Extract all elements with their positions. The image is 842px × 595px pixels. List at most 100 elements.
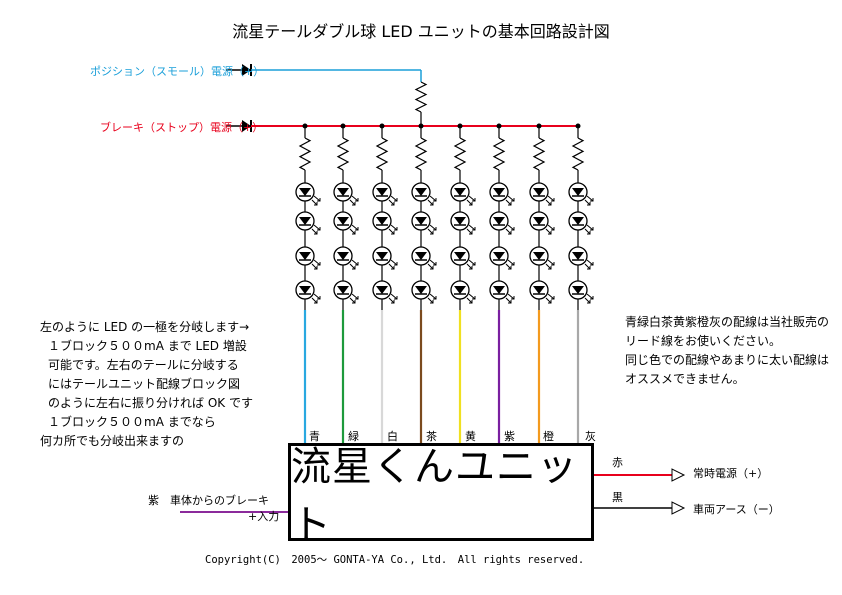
led-symbol-arrow2 — [311, 199, 318, 206]
position-resistor — [414, 81, 428, 113]
led-symbol-triangle — [415, 252, 427, 260]
led-symbol-arrow1 — [547, 224, 555, 231]
led-symbol-arrow1 — [507, 195, 515, 202]
constant-power-arrow — [671, 468, 686, 482]
led-symbol-triangle — [415, 286, 427, 294]
led-symbol-arrow2 — [388, 297, 395, 304]
led-symbol-arrow1 — [390, 259, 398, 266]
branch-resistor — [532, 137, 546, 171]
red-wire-label: 赤 — [612, 456, 623, 469]
led-symbol-arrow2 — [427, 199, 434, 206]
led-symbol-triangle — [376, 252, 388, 260]
led-symbol-arrow2 — [545, 199, 552, 206]
led-symbol-arrow1 — [586, 224, 594, 231]
led-symbol-arrow2 — [349, 263, 356, 270]
led-symbol-arrow2 — [349, 228, 356, 235]
led-symbol-arrow1 — [351, 195, 359, 202]
brake-power-label: ブレーキ（ストップ）電源（+） — [100, 121, 264, 134]
led-symbol-arrow1 — [507, 224, 515, 231]
led-symbol-triangle — [337, 217, 349, 225]
led-symbol-triangle — [337, 252, 349, 260]
right-note-line: リード線をお使いください。 — [625, 334, 782, 348]
right-note: 青緑白茶黄紫橙灰の配線は当社販売の リード線をお使いください。 同じ色での配線や… — [625, 313, 829, 389]
led-symbol-arrow2 — [427, 228, 434, 235]
constant-power-label: 常時電源（+） — [693, 467, 769, 480]
led-symbol-arrow1 — [586, 195, 594, 202]
led-symbol-arrow2 — [466, 199, 473, 206]
led-symbol-arrow1 — [390, 293, 398, 300]
led-symbol-arrow2 — [311, 297, 318, 304]
unit-name: 流星くんユニット — [291, 444, 578, 548]
branch-resistor — [571, 137, 585, 171]
led-symbol-arrow1 — [313, 259, 321, 266]
led-symbol-arrow2 — [388, 228, 395, 235]
led-symbol-arrow2 — [311, 263, 318, 270]
led-symbol-arrow1 — [468, 195, 476, 202]
led-symbol-triangle — [572, 188, 584, 196]
led-symbol-arrow1 — [429, 293, 437, 300]
led-symbol-arrow1 — [351, 293, 359, 300]
led-symbol-triangle — [299, 217, 311, 225]
led-symbol-arrow1 — [468, 259, 476, 266]
led-symbol-triangle — [376, 217, 388, 225]
vehicle-ground-label: 車両アース（ー） — [693, 503, 780, 516]
led-symbol-triangle — [533, 286, 545, 294]
led-symbol-triangle — [337, 188, 349, 196]
input-label: 紫 車体からのブレーキ — [148, 494, 269, 507]
led-symbol-triangle — [454, 217, 466, 225]
left-note-line: １ブロック５００mA までなら — [48, 415, 216, 429]
led-symbol-arrow2 — [427, 263, 434, 270]
led-symbol-triangle — [572, 252, 584, 260]
led-symbol-triangle — [533, 217, 545, 225]
led-symbol-triangle — [299, 188, 311, 196]
led-symbol-arrow1 — [468, 224, 476, 231]
led-symbol-arrow1 — [547, 259, 555, 266]
led-symbol-arrow1 — [351, 224, 359, 231]
led-symbol-triangle — [454, 188, 466, 196]
copyright: Copyright(C) 2005〜 GONTA-YA Co., Ltd. Al… — [205, 554, 585, 566]
input-label-2: +入力 — [248, 510, 280, 523]
led-symbol-arrow2 — [349, 297, 356, 304]
led-symbol-arrow1 — [429, 224, 437, 231]
led-symbol-arrow2 — [584, 297, 591, 304]
led-unit-box: 流星くんユニット — [288, 443, 594, 548]
led-symbol-arrow1 — [390, 195, 398, 202]
right-note-line: オススメできません。 — [625, 372, 745, 386]
led-symbol-arrow1 — [586, 293, 594, 300]
left-note-line: 何カ所でも分岐出来ますの — [40, 434, 185, 448]
led-symbol-arrow2 — [349, 199, 356, 206]
wire-label-yellow: 黄 — [465, 430, 476, 443]
led-symbol-triangle — [454, 252, 466, 260]
led-symbol-arrow2 — [584, 199, 591, 206]
left-note-line: のように左右に振り分ければ OK です — [48, 396, 253, 410]
led-symbol-triangle — [376, 188, 388, 196]
brake-diode — [242, 120, 251, 132]
led-symbol-triangle — [572, 217, 584, 225]
led-symbol-arrow1 — [313, 224, 321, 231]
led-symbol-triangle — [337, 286, 349, 294]
black-wire-label: 黒 — [612, 491, 623, 504]
led-symbol-arrow2 — [584, 263, 591, 270]
led-symbol-arrow2 — [466, 228, 473, 235]
led-symbol-triangle — [454, 286, 466, 294]
led-symbol-arrow2 — [466, 263, 473, 270]
led-symbol-arrow2 — [545, 228, 552, 235]
led-symbol-arrow1 — [313, 293, 321, 300]
led-symbol-triangle — [533, 252, 545, 260]
position-diode — [242, 64, 251, 76]
right-note-line: 青緑白茶黄紫橙灰の配線は当社販売の — [625, 315, 830, 329]
led-symbol-triangle — [493, 217, 505, 225]
wire-label-blue: 青 — [309, 430, 320, 443]
ground-arrow — [671, 501, 686, 515]
led-symbol-arrow2 — [545, 297, 552, 304]
led-symbol-arrow2 — [311, 228, 318, 235]
led-symbol-arrow2 — [505, 228, 512, 235]
branch-resistor — [414, 137, 428, 171]
led-symbol-arrow1 — [507, 259, 515, 266]
led-symbol-arrow2 — [545, 263, 552, 270]
led-symbol-triangle — [299, 252, 311, 260]
diagram-title: 流星テールダブル球 LED ユニットの基本回路設計図 — [232, 22, 610, 41]
wire-label-gray: 灰 — [585, 430, 596, 443]
left-note-line: にはテールユニット配線ブロック図 — [48, 377, 241, 391]
branch-resistor — [298, 137, 312, 171]
